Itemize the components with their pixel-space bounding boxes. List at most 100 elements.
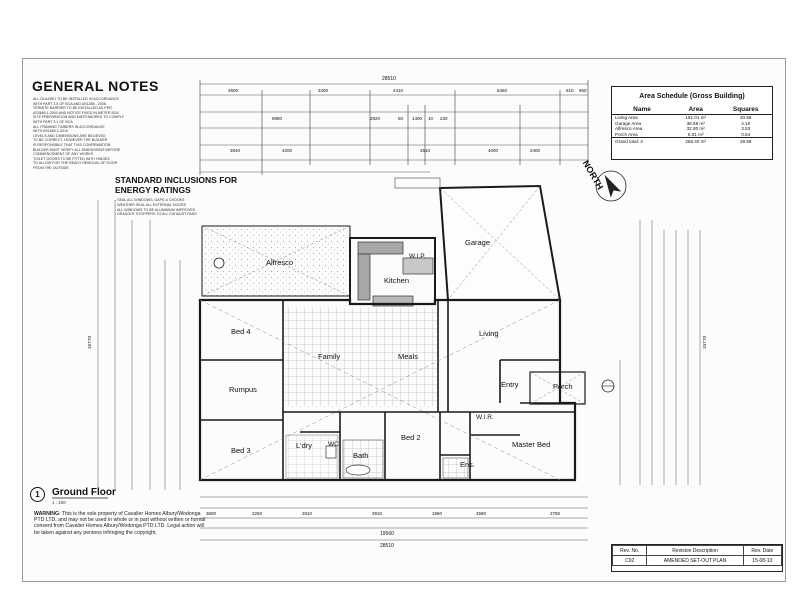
table-row: Porch Area 5.01 m² 0.54 (612, 132, 772, 138)
area-value: 32.80 m² (686, 126, 705, 132)
table-row: Garage Area 38.68 m² 4.16 (612, 121, 772, 127)
table-row: Alfresco Area 32.80 m² 3.53 (612, 126, 772, 132)
dim-right-total: 15770 (703, 335, 709, 350)
rev-date: 15-08-13 (742, 555, 783, 566)
note-line: ALL GLAZING TO BE INSTALLED IN ACCORDANC… (33, 97, 119, 101)
dim-bottom-3: 2810 (302, 511, 313, 516)
warning-text: This is the sole property of Cavalier Ho… (34, 511, 206, 536)
area-name: Porch Area (615, 132, 638, 138)
room-garage: Garage (465, 238, 491, 247)
right-dimensions (619, 220, 701, 485)
room-master-bed: Master Bed (512, 440, 551, 449)
drawing-scale: 1 : 100 (52, 500, 66, 505)
area-squares: 0.54 (741, 132, 751, 138)
rev-desc: AMENDED SET-OUT PLAN (646, 555, 744, 566)
note-line: COMMENCEMENT OF ANY WORKS (33, 152, 94, 157)
room-kitchen: Kitchen (384, 276, 410, 285)
area-value: 191.01 m² (685, 115, 707, 121)
dim-top-4: 6460 (497, 88, 508, 93)
room-bath: Bath (353, 451, 369, 460)
dim-second-1: 8880 (272, 116, 283, 121)
area-schedule-table: Area Schedule (Gross Building) Name Area… (611, 86, 773, 160)
dim-third-3: 4510 (420, 148, 431, 153)
dim-left-total: 15770 (88, 335, 94, 350)
standard-inclusions-body: - SEAL ALL WINDOWS, GAPS & CHOOKS - WEAT… (115, 198, 265, 217)
area-value: 5.01 m² (687, 132, 704, 138)
dim-bottom-overall: 28510 (380, 543, 394, 549)
room-entry: Entry (501, 380, 519, 389)
area-value: 38.68 m² (686, 120, 705, 126)
note-line: LEVELS AND DIMENSIONS ARE BELIEVED (33, 133, 106, 138)
room-bed3: Bed 3 (231, 446, 251, 455)
drawing-number: 1 (30, 487, 45, 502)
room-rumpus: Rumpus (229, 385, 257, 394)
area-total-name: Grand total: 4 (612, 137, 673, 144)
area-squares: 4.16 (741, 120, 751, 126)
room-ensuite: Ens. (460, 460, 476, 469)
note-line: AS3660.1:2000 AND NOTICE FIXED IN METER … (33, 110, 120, 115)
dim-second-3: 50 (398, 116, 404, 121)
dim-second-2: 2820 (370, 116, 381, 121)
dim-third-2: 4200 (282, 148, 293, 153)
rev-no: C02 (611, 555, 648, 566)
general-notes-title: GENERAL NOTES (32, 78, 159, 94)
room-wip: W.I.P. (409, 253, 426, 260)
area-schedule-title: Area Schedule (Gross Building) (639, 93, 745, 100)
warning-label: WARNING (34, 511, 60, 517)
rev-header-date: Rev. Date (742, 545, 783, 556)
note-line: WITH AS1684.2-2010 (33, 129, 68, 134)
revision-table: Rev. No. Revision Description Rev. Date … (611, 544, 783, 572)
room-meals: Meals (398, 352, 419, 361)
inclusion-line: - DRAUGHT STOPPERS TO ALL EXHAUST FANS (115, 212, 197, 217)
dim-second-4: 1400 (412, 116, 423, 121)
note-line: TOILET DOORS TO BE FITTED WITH HINGES (33, 156, 110, 161)
inclusion-line: - WEATHER SEAL ALL EXTERNAL DOORS (115, 202, 187, 207)
note-line: WITH PART 3.6 OF BCA AND AS1288 - 2006 (33, 101, 106, 106)
table-row: Living Area 191.01 m² 20.56 (612, 115, 772, 121)
room-bed2: Bed 2 (401, 433, 421, 442)
dim-top-3: 4410 (393, 88, 404, 93)
note-line: WITH PART 3.1 OF BCA (33, 119, 73, 124)
area-total-value: 268.40 m² (672, 137, 720, 144)
area-squares: 3.53 (741, 126, 751, 132)
dim-second-6: 230 (440, 116, 448, 121)
general-notes-body: ALL GLAZING TO BE INSTALLED IN ACCORDANC… (33, 97, 181, 171)
area-header-squares: Squares (719, 105, 772, 115)
standard-inclusions-title: STANDARD INCLUSIONS FOR ENERGY RATINGS (115, 175, 238, 195)
rev-header-no: Rev. No. (611, 545, 648, 556)
dim-bottom-5: 1960 (432, 511, 443, 516)
table-row: C02 AMENDED SET-OUT PLAN 15-08-13 (611, 555, 783, 566)
left-dimensions (97, 200, 181, 490)
dim-bottom-2: 2250 (252, 511, 263, 516)
top-dimensions (199, 80, 589, 175)
inclusion-line: - ALL WINDOWS TO BE ALUMINIUM IMPROVED (115, 207, 196, 212)
note-line: SITE PREPARATION AND EARTHWORKS TO COMPL… (33, 115, 125, 120)
note-line: IS RESPONSIBLE THAT THIS CONFIRMATION (33, 142, 111, 147)
area-name: Living Area (615, 115, 638, 121)
dim-bottom-4: 3910 (372, 511, 383, 516)
area-name: Alfresco Area (615, 126, 643, 132)
inclusion-line: - SEAL ALL WINDOWS, GAPS & CHOOKS (115, 198, 185, 202)
dim-second-5: 10 (428, 116, 434, 121)
dim-bottom-1: 3600 (206, 511, 217, 516)
room-family: Family (318, 352, 341, 361)
north-arrow-icon (595, 170, 627, 202)
area-header-name: Name (612, 105, 673, 115)
note-line: TO ALLOW FOR THE READY REMOVAL OF DOOR (33, 161, 118, 166)
dim-top-6: 950 (579, 88, 587, 93)
room-laundry: L'dry (296, 441, 313, 450)
area-total-squares: 28.89 (719, 137, 772, 144)
note-line: ALL FRAMING TIMBERS IN ACCORDANCE (33, 124, 105, 129)
dim-bottom-7: 2750 (550, 511, 561, 516)
room-living: Living (479, 329, 499, 338)
note-line: BUILDER MUST VERIFY ALL DIMENSIONS BEFOR… (33, 147, 121, 152)
room-wir: W.I.R. (476, 414, 494, 421)
room-wc: WC (328, 441, 339, 448)
area-header-area: Area (672, 105, 720, 115)
note-line: FROM THE OUTSIDE (33, 165, 69, 170)
dim-top-1: 4600 (228, 88, 239, 93)
dim-bottom-6: 4580 (476, 511, 487, 516)
dim-third-5: 2400 (530, 148, 541, 153)
note-line: TO BE CORRECT, HOWEVER THE BUILDER (33, 138, 108, 143)
